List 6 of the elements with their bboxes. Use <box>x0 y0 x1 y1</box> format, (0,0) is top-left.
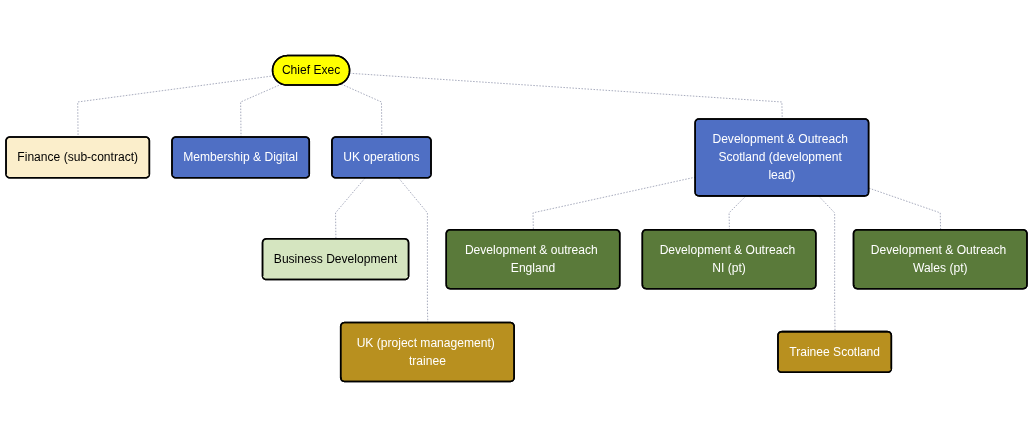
connector <box>335 177 366 240</box>
connector <box>340 83 383 138</box>
connector <box>240 83 282 138</box>
connector <box>818 195 836 333</box>
connector <box>349 72 783 120</box>
connector <box>398 177 429 324</box>
